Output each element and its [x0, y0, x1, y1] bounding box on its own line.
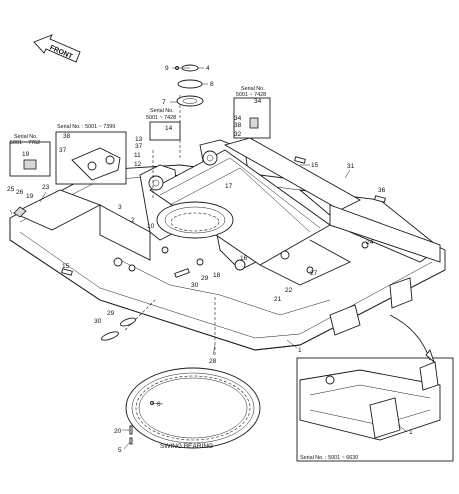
callout-9: 9	[165, 65, 169, 72]
callout-12: 12	[134, 161, 142, 168]
seal-rings	[101, 317, 137, 341]
callout-30: 30	[191, 282, 199, 289]
callout-11: 11	[134, 152, 141, 159]
serial-box-d: Serial No. 5001 ~ 7428	[233, 86, 271, 139]
callout-34b: 34	[234, 115, 242, 122]
callout-15b: 15	[62, 263, 70, 270]
serial-box-c-title: Serial No.	[150, 108, 174, 114]
serial-box-a-range: 5001 ~ 7762	[10, 140, 40, 146]
callout-14: 14	[165, 125, 173, 132]
callout-38: 38	[234, 122, 242, 129]
callout-22: 22	[285, 287, 293, 294]
callout-7: 7	[162, 99, 166, 106]
callout-30b: 30	[94, 318, 102, 325]
inset-serial-label: Serial No. : 5001 ~ 6630	[300, 455, 358, 461]
callout-34: 34	[254, 98, 262, 105]
callout-27: 27	[310, 270, 318, 277]
callout-19: 19	[22, 151, 30, 158]
serial-box-d-title: Serial No.	[241, 86, 265, 92]
leader-lines	[9, 67, 408, 450]
callout-19b: 19	[26, 193, 34, 200]
serial-box-a: Serial No. 5001 ~ 7762	[9, 134, 51, 177]
callout-13: 13	[135, 136, 143, 143]
callout-1: 1	[298, 347, 302, 354]
callout-16: 16	[240, 255, 248, 262]
callout-25: 25	[7, 186, 15, 193]
callout-15: 15	[311, 162, 319, 169]
callout-24: 24	[366, 239, 374, 246]
callout-29: 29	[201, 275, 209, 282]
callout-37b: 37	[59, 147, 67, 154]
callout-23: 23	[42, 184, 50, 191]
callout-29b: 29	[107, 310, 115, 317]
swing-bearing-label: SWING BEARING	[160, 443, 213, 450]
callout-31: 31	[347, 163, 355, 170]
callout-4: 4	[206, 65, 210, 72]
callout-2: 2	[131, 217, 135, 224]
swing-bearing	[125, 367, 261, 449]
inset-detail: Serial No. : 5001 ~ 6630	[296, 314, 454, 462]
serial-box-c-range: 5001 ~ 7428	[146, 115, 176, 121]
serial-box-b: Serial No. : 5001 ~ 7399	[55, 124, 127, 185]
serial-box-b-title: Serial No. : 5001 ~ 7399	[57, 124, 115, 130]
callouts: 9 4 8 7 14 13 37 11 12 34 34 38 32 38 37…	[7, 65, 413, 454]
front-arrow: FRONT	[33, 34, 81, 63]
callout-37: 37	[135, 143, 143, 150]
serial-box-a-title: Serial No.	[14, 134, 38, 140]
callout-10: 10	[147, 223, 155, 230]
callout-8: 8	[210, 81, 214, 88]
callout-38b: 38	[63, 133, 71, 140]
callout-28: 28	[209, 358, 217, 365]
serial-box-d-range: 5001 ~ 7428	[236, 92, 266, 98]
callout-5: 5	[118, 447, 122, 454]
callout-32: 32	[234, 131, 242, 138]
callout-18: 18	[213, 272, 221, 279]
callout-36: 36	[378, 187, 386, 194]
callout-1c: 1	[409, 429, 413, 436]
serial-box-c: Serial No. 5001 ~ 7428	[146, 108, 181, 141]
callout-3: 3	[118, 204, 122, 211]
callout-21: 21	[274, 296, 282, 303]
upper-frame	[9, 95, 446, 355]
callout-26: 26	[16, 189, 24, 196]
callout-20: 20	[114, 428, 122, 435]
callout-17: 17	[225, 183, 233, 190]
callout-6: 6	[157, 401, 161, 408]
pin-parts-stack	[175, 64, 204, 107]
